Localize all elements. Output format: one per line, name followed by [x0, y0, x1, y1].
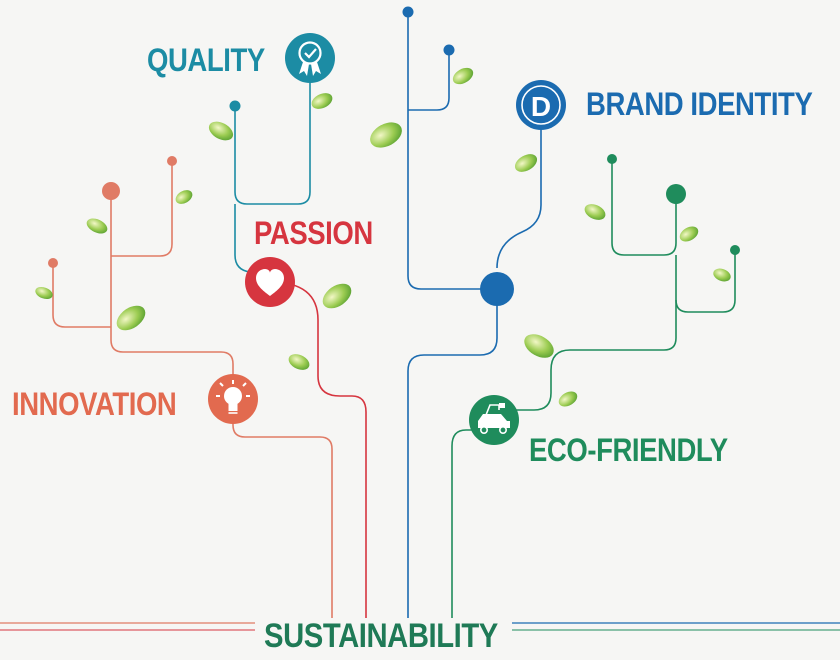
electric-car-icon: [469, 395, 519, 445]
leaf-icon: [175, 190, 193, 204]
passion-branch: [269, 281, 367, 618]
brand-identity-branch: [402, 6, 542, 618]
leaf-icon: [322, 283, 352, 309]
heart-icon: [245, 257, 295, 307]
passion-label: PASSION: [254, 215, 373, 251]
leaf-icon: [370, 122, 402, 148]
leaf-icon: [679, 226, 699, 242]
leaf-icon: [86, 218, 108, 234]
brand-identity-label: BRAND IDENTITY: [586, 86, 813, 122]
quality-branch: [229, 83, 311, 273]
eco-friendly-label: ECO-FRIENDLY: [529, 432, 728, 468]
leaf-icon: [208, 121, 234, 141]
leaf-icon: [288, 354, 310, 370]
leaf-icon: [452, 67, 474, 85]
leaf-icon: [524, 334, 554, 358]
eco-friendly-branch: [451, 154, 740, 618]
leaf-icon: [584, 204, 606, 220]
leaf-icon: [558, 391, 578, 407]
leaf-icon: [713, 268, 731, 282]
lightbulb-icon: [208, 374, 258, 424]
leaves: [35, 67, 731, 407]
ground-lines: [0, 622, 840, 631]
letter-d-icon: D: [516, 80, 566, 130]
innovation-label: INNOVATION: [12, 386, 177, 422]
leaf-icon: [514, 154, 538, 172]
quality-label: QUALITY: [147, 42, 265, 78]
leaf-icon: [311, 93, 333, 109]
brand-badge-letter: D: [531, 91, 551, 122]
award-ribbon-icon: [285, 33, 335, 83]
leaf-icon: [35, 286, 53, 300]
sustainability-root-label: SUSTAINABILITY: [264, 617, 498, 655]
leaf-icon: [116, 305, 146, 331]
